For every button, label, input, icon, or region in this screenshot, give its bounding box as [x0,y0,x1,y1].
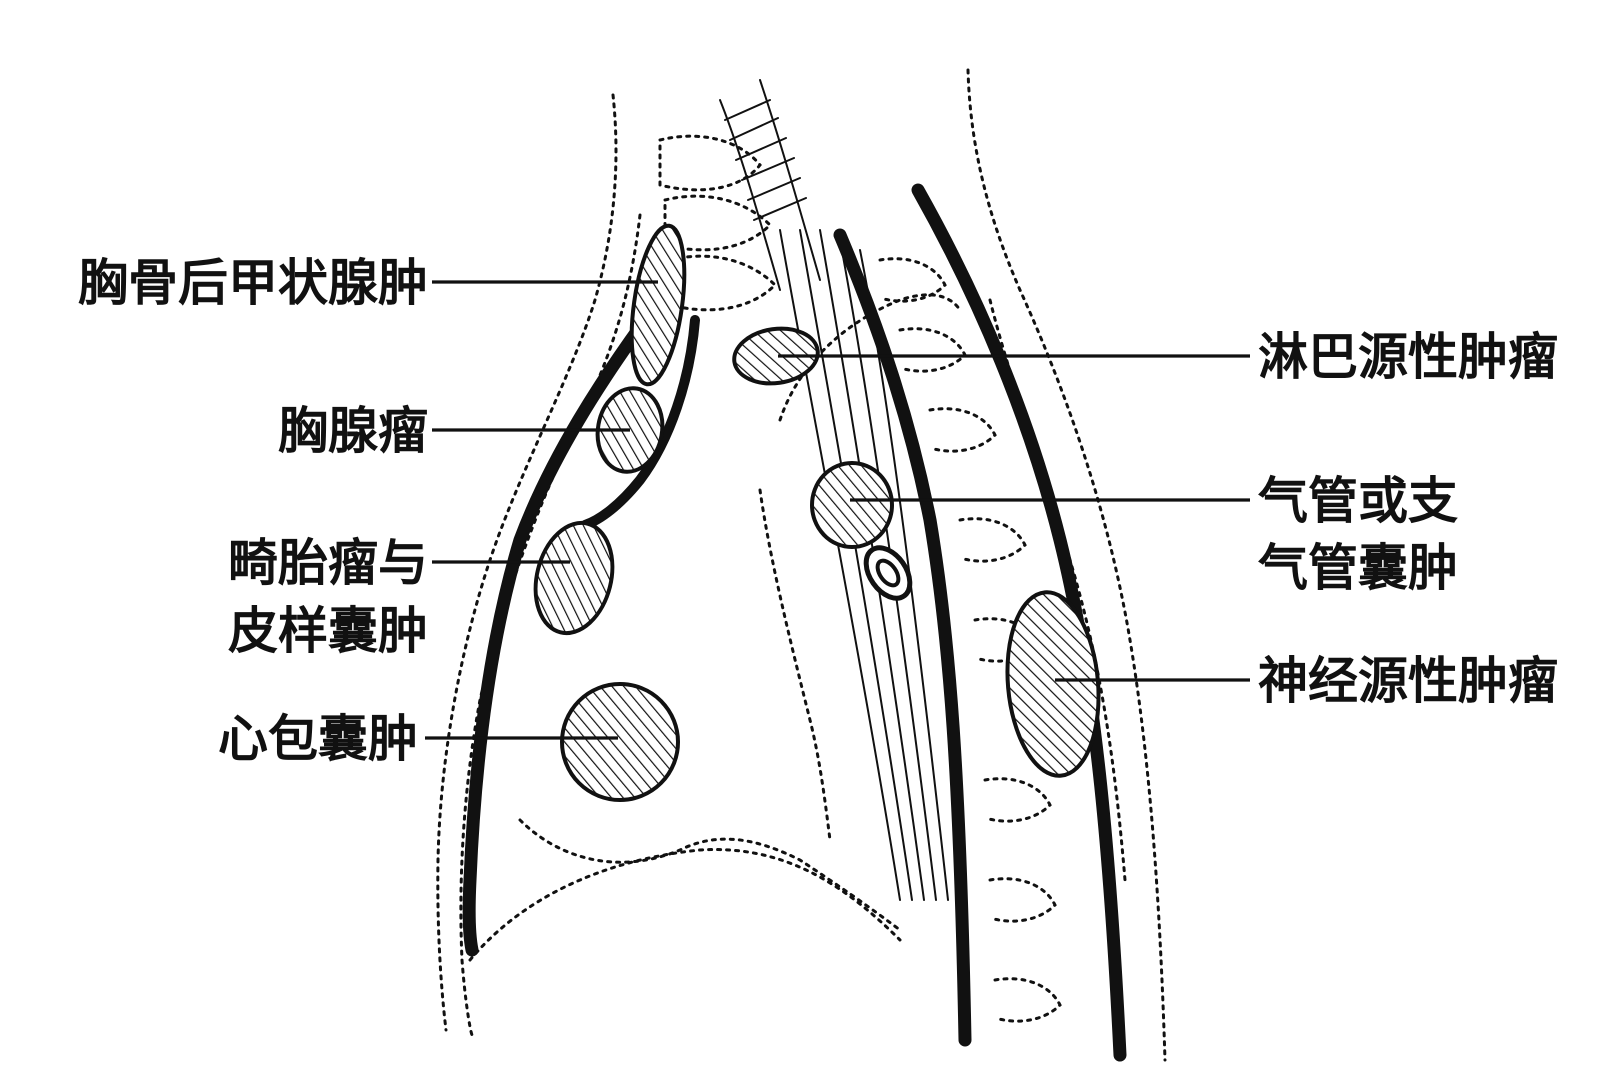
thoracic-vertebra-1 [878,257,947,303]
anterior-spinal-line [833,228,972,1047]
label-retrosternal-thyroid: 胸骨后甲状腺肿 [78,253,428,312]
posterior-body-contour [966,68,1167,1062]
pericardial-cyst-mass [560,682,680,802]
cervical-vertebra-1 [658,134,762,192]
label-lymphoma: 淋巴源性肿瘤 [1258,327,1558,386]
cervical-vertebra-2 [663,194,773,252]
great-vessel-outline [758,488,832,842]
bronchus-tube-lumen [875,558,901,588]
aortic-arch-outline [778,293,962,422]
heart-outline [518,818,902,932]
bronchus-tube [863,545,913,601]
thoracic-vertebra-2 [898,327,967,373]
label-bronchogenic-line2: 气管囊肿 [1258,538,1458,597]
label-teratoma-line2: 皮样囊肿 [228,601,428,660]
thoracic-vertebra-7 [988,877,1057,923]
teratoma-mass [533,520,615,636]
labels: 胸骨后甲状腺肿 胸腺瘤 畸胎瘤与 皮样囊肿 心包囊肿 淋巴源性肿瘤 气管或支 气… [78,253,1558,768]
cervical-vertebra-3 [668,254,778,312]
thoracic-vertebra-3 [928,407,997,453]
leader-lines [425,280,1250,740]
diaphragm-outline [468,848,902,962]
label-pericardial-cyst: 心包囊肿 [218,709,418,768]
anterior-body-contour [436,93,618,1032]
sternum-inner [580,315,700,530]
trachea [719,79,821,291]
lymphoma-mass [732,326,820,386]
posterior-spinal-line [911,183,1127,1062]
neurogenic-mass [1005,590,1101,778]
thyroid-mass [629,223,687,387]
label-teratoma-line1: 畸胎瘤与 [228,533,428,592]
thoracic-vertebra-8 [993,977,1062,1023]
thoracic-vertebra-4 [958,517,1027,563]
thoracic-vertebra-6 [983,777,1052,823]
label-bronchogenic-line1: 气管或支 [1258,471,1458,530]
thick-structures [462,183,1127,1062]
label-thymoma: 胸腺瘤 [278,401,428,460]
sternum-outer [462,293,667,957]
tumor-masses [533,223,1101,802]
bronchogenic-cyst-mass [810,461,894,549]
label-neurogenic: 神经源性肿瘤 [1258,651,1558,710]
